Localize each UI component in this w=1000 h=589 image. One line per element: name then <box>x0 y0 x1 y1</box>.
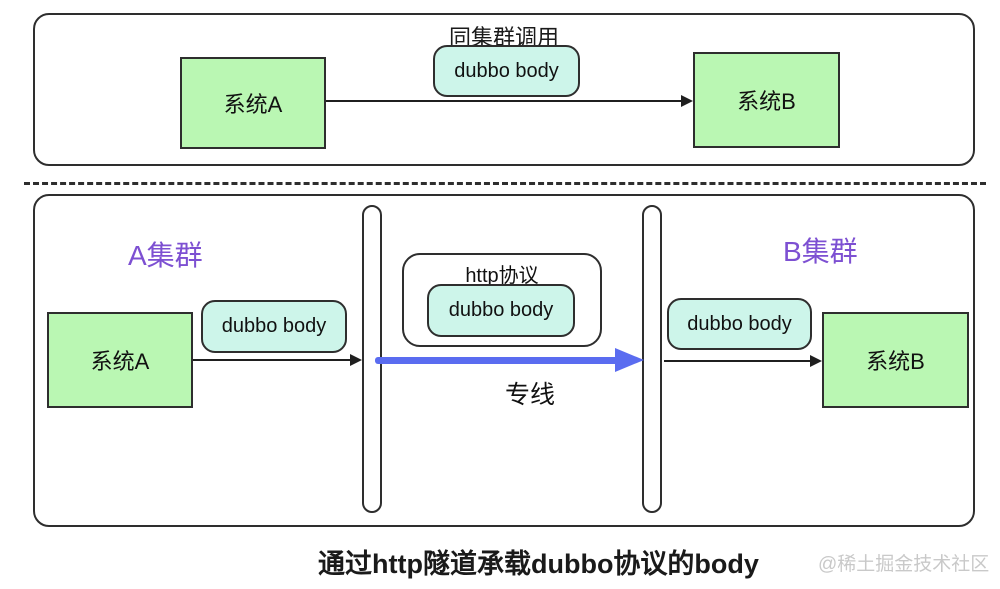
dedicated-line-label: 专线 <box>504 381 555 409</box>
system-a-box-top: 系统A <box>180 57 326 149</box>
arrow-a-to-b-line <box>326 100 684 102</box>
dubbo-body-box-left: dubbo body <box>201 300 347 353</box>
http-tunnel-panel: A集群 B集群 系统A dubbo body http协议 dubbo body… <box>33 194 975 527</box>
gateway-bar-right <box>642 205 662 513</box>
arrow-sysa-to-bar-head-icon <box>350 354 362 366</box>
http-protocol-title: http协议 <box>465 265 539 287</box>
http-protocol-box: http协议 dubbo body <box>402 253 602 347</box>
cluster-a-label: A集群 <box>128 240 203 271</box>
watermark-text: @稀土掘金技术社区 <box>818 554 990 575</box>
dubbo-body-box-in-http: dubbo body <box>427 284 575 337</box>
system-b-box-top: 系统B <box>693 52 840 148</box>
system-b-box-bottom: 系统B <box>822 312 969 408</box>
diagram-caption: 通过http隧道承载dubbo协议的body <box>318 549 759 579</box>
arrow-a-to-b-head-icon <box>681 95 693 107</box>
tunnel-arrow-line <box>375 357 620 364</box>
dubbo-body-box-right: dubbo body <box>667 298 812 350</box>
dubbo-body-box-top: dubbo body <box>433 45 580 97</box>
arrow-bar-to-sysb-line <box>664 360 814 362</box>
arrow-sysa-to-bar-line <box>193 359 354 361</box>
tunnel-arrow-head-icon <box>615 348 644 372</box>
same-cluster-panel: 同集群调用 系统A dubbo body 系统B <box>33 13 975 166</box>
system-a-box-bottom: 系统A <box>47 312 193 408</box>
arrow-bar-to-sysb-head-icon <box>810 355 822 367</box>
cluster-b-label: B集群 <box>783 236 858 267</box>
dashed-separator <box>24 182 986 185</box>
